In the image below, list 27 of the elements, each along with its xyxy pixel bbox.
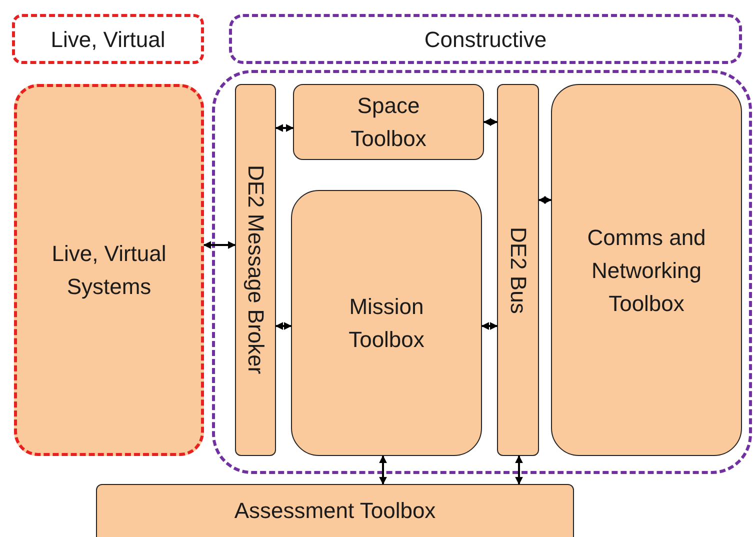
connector-arrow <box>203 241 236 249</box>
toolbox-box <box>551 84 742 456</box>
node-label: Mission Toolbox <box>348 293 426 354</box>
connector-arrow <box>483 118 498 126</box>
node-label: Live, Virtual Systems <box>50 240 168 301</box>
connector-arrow <box>481 322 498 330</box>
toolbox-box <box>291 190 482 456</box>
node-label: Constructive <box>424 26 547 54</box>
broker-box <box>235 84 276 456</box>
group-boundary <box>212 70 752 474</box>
category-label <box>229 14 742 64</box>
connector-arrow <box>275 124 294 132</box>
connector-arrow <box>538 196 552 204</box>
node-label: Assessment Toolbox <box>234 496 436 524</box>
bus-box <box>497 84 539 456</box>
connector-arrow <box>379 455 387 485</box>
category-label <box>12 14 204 64</box>
node-label: DE2 Message Broker <box>244 165 266 375</box>
toolbox-box <box>96 484 574 537</box>
node-label: DE2 Bus <box>507 226 529 314</box>
connector-arrow <box>275 322 292 330</box>
connector-arrow <box>515 455 523 485</box>
node-label: Comms and Networking Toolbox <box>586 224 707 318</box>
node-label: Space Toolbox <box>350 92 428 153</box>
system-box <box>14 84 204 456</box>
toolbox-box <box>293 84 484 160</box>
node-label: Live, Virtual <box>50 26 166 54</box>
